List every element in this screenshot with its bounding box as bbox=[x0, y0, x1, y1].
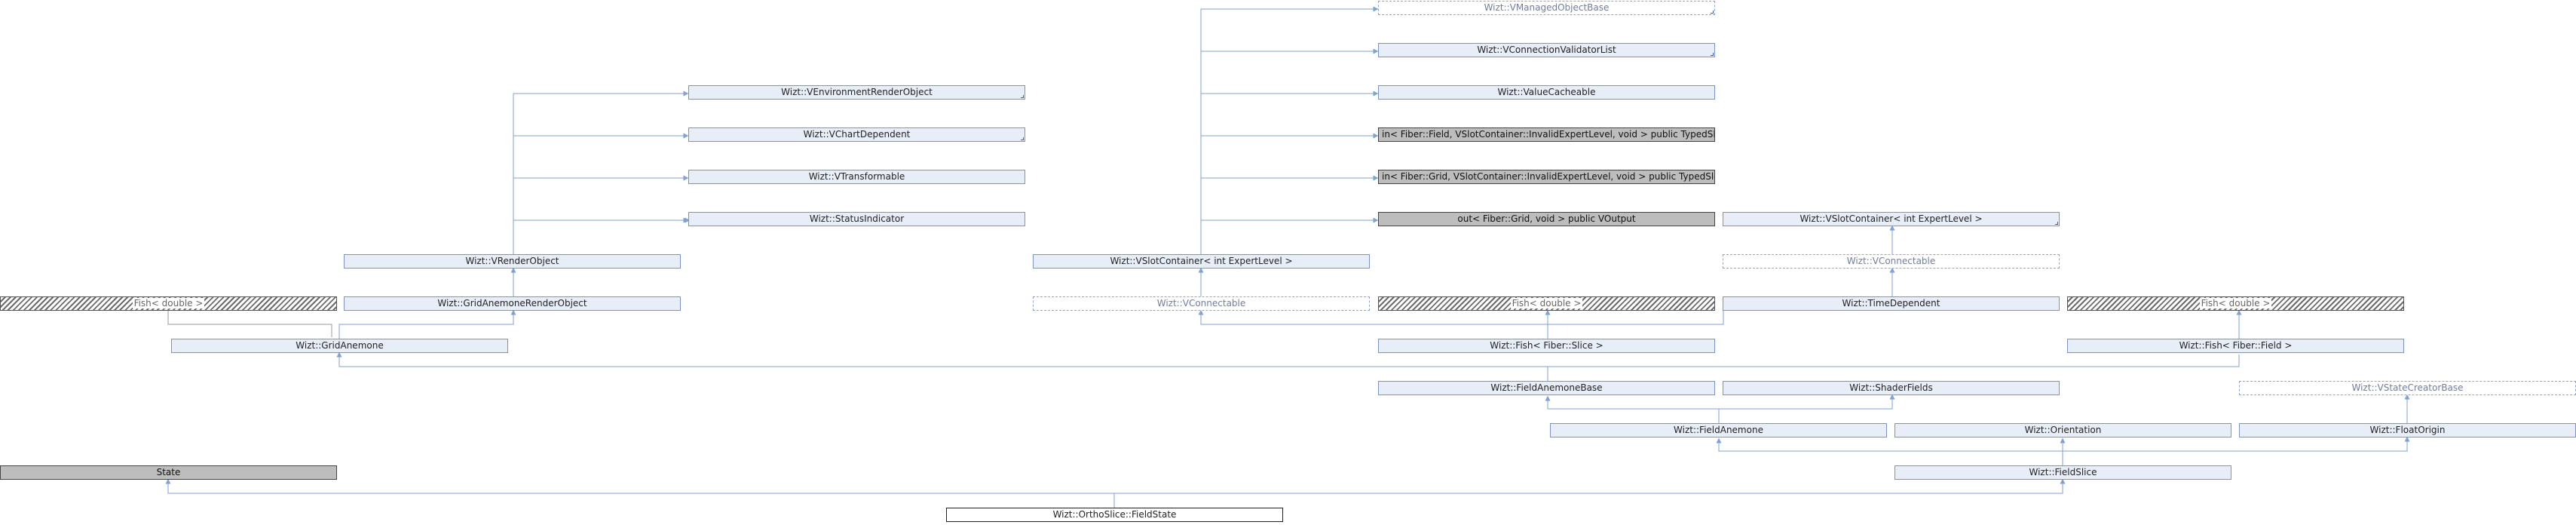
node-label: Wizt::ShaderFields bbox=[1849, 382, 1933, 393]
node-label: Fish< double > bbox=[132, 298, 205, 309]
node-fish-double-right[interactable]: Fish< double > bbox=[2067, 296, 2404, 311]
node-label: Wizt::OrthoSlice::FieldState bbox=[1052, 509, 1177, 520]
node-grid-anemone-render-object[interactable]: Wizt::GridAnemoneRenderObject bbox=[344, 296, 681, 311]
node-out-fiber-grid[interactable]: out< Fiber::Grid, void > public VOutput bbox=[1378, 212, 1715, 226]
node-v-slot-container-right[interactable]: Wizt::VSlotContainer< int ExpertLevel > bbox=[1723, 212, 2060, 226]
node-label: in< Fiber::Field, VSlotContainer::Invali… bbox=[1382, 129, 1715, 140]
edge-fieldstate-to-fieldslice bbox=[1114, 478, 2066, 494]
edge-fieldanemonebase-to-gridanemone bbox=[339, 355, 2240, 381]
node-label: Wizt::VStateCreatorBase bbox=[2351, 382, 2464, 393]
node-time-dependent[interactable]: Wizt::TimeDependent bbox=[1723, 296, 2060, 311]
node-fish-double-mid[interactable]: Fish< double > bbox=[1378, 296, 1715, 311]
node-in-fiber-field-slot[interactable]: in< Fiber::Field, VSlotContainer::Invali… bbox=[1378, 127, 1715, 142]
edge-vrenderobject-bases bbox=[513, 93, 688, 254]
node-float-origin[interactable]: Wizt::FloatOrigin bbox=[2239, 423, 2576, 438]
node-label: Fish< double > bbox=[2199, 298, 2272, 309]
node-v-connectable-right[interactable]: Wizt::VConnectable bbox=[1723, 254, 2060, 269]
node-label: Wizt::FloatOrigin bbox=[2369, 425, 2446, 435]
node-v-transformable[interactable]: Wizt::VTransformable bbox=[688, 170, 1025, 184]
node-label: Wizt::VSlotContainer< int ExpertLevel > bbox=[1110, 256, 1293, 266]
node-orientation[interactable]: Wizt::Orientation bbox=[1894, 423, 2231, 438]
edge-gridanemone-to-renderobject bbox=[338, 309, 516, 339]
node-fish-fiber-slice[interactable]: Wizt::Fish< Fiber::Slice > bbox=[1378, 339, 1715, 353]
node-ortho-slice-field-state: Wizt::OrthoSlice::FieldState bbox=[946, 508, 1283, 522]
node-label: Wizt::VTransformable bbox=[808, 171, 905, 182]
node-label: Wizt::ValueCacheable bbox=[1497, 87, 1596, 97]
node-label: in< Fiber::Grid, VSlotContainer::Invalid… bbox=[1382, 171, 1715, 182]
node-label: Wizt::VChartDependent bbox=[803, 129, 911, 140]
edge-fieldstate-to-state bbox=[165, 478, 1115, 508]
edge-fieldanemone-bases bbox=[1547, 397, 1892, 423]
node-label: Wizt::Orientation bbox=[2024, 425, 2102, 435]
node-v-render-object[interactable]: Wizt::VRenderObject bbox=[344, 254, 681, 269]
node-label: Wizt::GridAnemone bbox=[296, 340, 384, 351]
node-label: Wizt::VEnvironmentRenderObject bbox=[781, 87, 933, 97]
node-field-anemone-base[interactable]: Wizt::FieldAnemoneBase bbox=[1378, 381, 1715, 395]
node-label: Wizt::VConnectionValidatorList bbox=[1477, 45, 1616, 55]
node-status-indicator[interactable]: Wizt::StatusIndicator bbox=[688, 212, 1025, 226]
node-field-slice[interactable]: Wizt::FieldSlice bbox=[1894, 465, 2231, 480]
node-fish-fiber-field[interactable]: Wizt::Fish< Fiber::Field > bbox=[2067, 339, 2404, 353]
edge-timedependent-to-vconnectable-mid bbox=[1198, 309, 1724, 325]
node-shader-fields[interactable]: Wizt::ShaderFields bbox=[1723, 381, 2060, 395]
node-label: Wizt::StatusIndicator bbox=[809, 213, 905, 224]
node-label: Wizt::GridAnemoneRenderObject bbox=[437, 298, 587, 309]
node-label: Wizt::Fish< Fiber::Field > bbox=[2179, 340, 2293, 351]
edge-fishdouble-to-gridanemone bbox=[167, 311, 332, 337]
node-state[interactable]: State bbox=[0, 465, 337, 480]
node-v-connectable-mid[interactable]: Wizt::VConnectable bbox=[1033, 296, 1370, 311]
node-label: Wizt::VSlotContainer< int ExpertLevel > bbox=[1800, 213, 1983, 224]
node-v-managed-object-base[interactable]: Wizt::VManagedObjectBase bbox=[1378, 1, 1715, 15]
node-grid-anemone[interactable]: Wizt::GridAnemone bbox=[171, 339, 508, 353]
node-label: out< Fiber::Grid, void > public VOutput bbox=[1457, 213, 1636, 224]
node-label: Wizt::VConnectable bbox=[1156, 298, 1246, 309]
node-v-state-creator-base[interactable]: Wizt::VStateCreatorBase bbox=[2239, 381, 2576, 395]
node-value-cacheable[interactable]: Wizt::ValueCacheable bbox=[1378, 85, 1715, 100]
node-v-chart-dependent[interactable]: Wizt::VChartDependent bbox=[688, 127, 1025, 142]
node-label: Wizt::VManagedObjectBase bbox=[1484, 2, 1610, 13]
node-label: Wizt::VRenderObject bbox=[465, 256, 559, 266]
node-v-slot-container-left[interactable]: Wizt::VSlotContainer< int ExpertLevel > bbox=[1033, 254, 1370, 269]
node-label: Wizt::VConnectable bbox=[1846, 256, 1936, 266]
node-label: Fish< double > bbox=[1510, 298, 1583, 309]
node-label: Wizt::FieldAnemoneBase bbox=[1490, 382, 1603, 393]
node-label: Wizt::Fish< Fiber::Slice > bbox=[1490, 340, 1603, 351]
node-label: State bbox=[156, 467, 181, 477]
node-v-connection-validator-list[interactable]: Wizt::VConnectionValidatorList bbox=[1378, 43, 1715, 57]
node-label: Wizt::FieldAnemone bbox=[1674, 425, 1763, 435]
node-in-fiber-grid-slot[interactable]: in< Fiber::Grid, VSlotContainer::Invalid… bbox=[1378, 170, 1715, 184]
node-label: Wizt::FieldSlice bbox=[2029, 467, 2097, 477]
node-label: Wizt::TimeDependent bbox=[1842, 298, 1940, 309]
node-field-anemone[interactable]: Wizt::FieldAnemone bbox=[1550, 423, 1887, 438]
node-fish-double-left[interactable]: Fish< double > bbox=[0, 296, 337, 311]
node-v-environment-render-object[interactable]: Wizt::VEnvironmentRenderObject bbox=[688, 85, 1025, 100]
